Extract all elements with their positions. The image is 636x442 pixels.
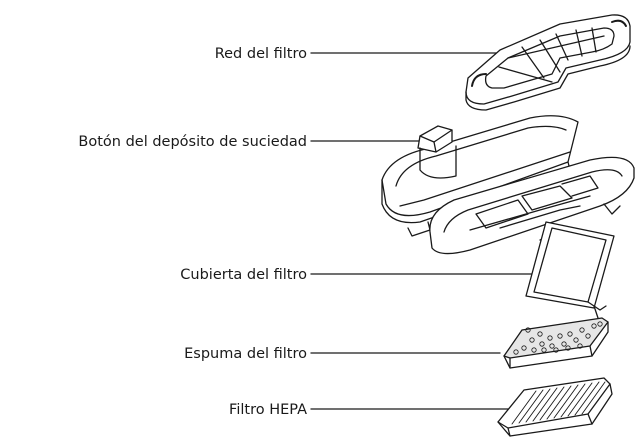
filter-foam-illustration [503, 317, 609, 369]
filter-net-illustration [465, 14, 631, 111]
filter-cover-label: Cubierta del filtro [180, 267, 307, 283]
hepa-filter-illustration [497, 377, 613, 437]
dustbin-body-illustration [381, 115, 635, 255]
filter-cover-illustration [525, 221, 615, 319]
hepa-filter-label: Filtro HEPA [229, 402, 307, 418]
dustbin-button-label: Botón del depósito de suciedad [78, 134, 307, 150]
filter-foam-label: Espuma del filtro [184, 346, 307, 362]
filter-net-label: Red del filtro [214, 46, 307, 62]
leader-lines [310, 52, 563, 410]
